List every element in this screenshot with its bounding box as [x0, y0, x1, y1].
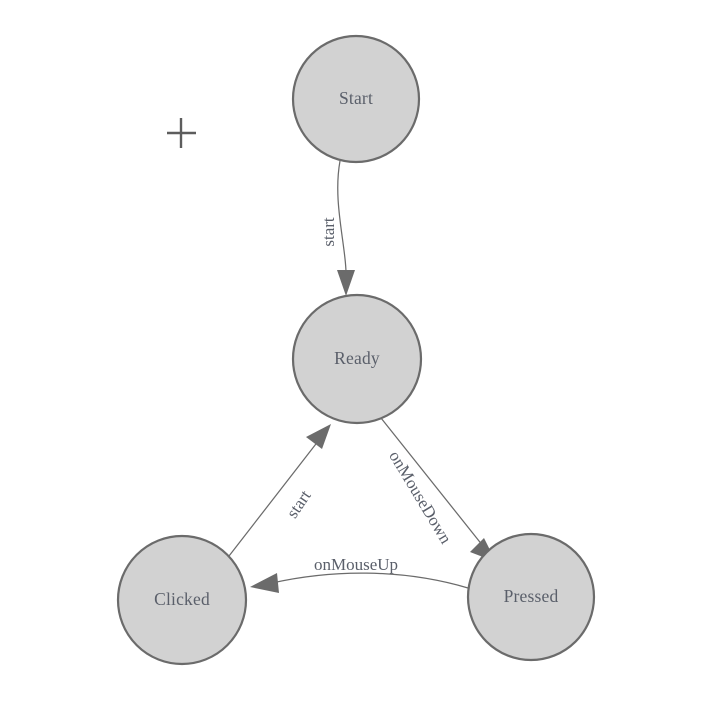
node-pressed[interactable]: Pressed: [466, 532, 596, 662]
node-start-circle[interactable]: [291, 34, 421, 164]
edge-path-start-to-ready: [337, 160, 347, 285]
node-ready-label: Ready: [334, 348, 380, 368]
edge-ready-to-pressed: onMouseDown: [380, 417, 496, 562]
edge-clicked-to-ready: start: [228, 424, 331, 557]
edge-path-clicked-to-ready: [228, 439, 320, 557]
arrowhead-pressed-to-clicked: [250, 573, 279, 593]
node-clicked-circle[interactable]: [116, 534, 248, 666]
node-start-label: Start: [339, 88, 373, 108]
edge-pressed-to-clicked: onMouseUp: [250, 555, 469, 593]
crosshair-marker: [167, 118, 196, 148]
node-clicked-label: Clicked: [154, 589, 210, 609]
arrowhead-clicked-to-ready: [306, 424, 331, 449]
edge-start-to-ready: start: [319, 160, 355, 296]
edge-label-clicked-to-ready: start: [283, 486, 315, 521]
node-ready[interactable]: Ready: [291, 293, 423, 425]
node-pressed-circle[interactable]: [466, 532, 596, 662]
node-pressed-label: Pressed: [504, 586, 559, 606]
node-start[interactable]: Start: [291, 34, 421, 164]
node-clicked[interactable]: Clicked: [116, 534, 248, 666]
edge-label-pressed-to-clicked: onMouseUp: [314, 555, 398, 574]
edge-path-pressed-to-clicked: [271, 572, 469, 589]
edge-path-ready-to-pressed: [380, 417, 488, 552]
arrowhead-start-to-ready: [337, 270, 355, 296]
node-ready-circle[interactable]: [291, 293, 423, 425]
edge-label-ready-to-pressed: onMouseDown: [385, 447, 456, 547]
edge-label-start-to-ready: start: [319, 217, 338, 247]
